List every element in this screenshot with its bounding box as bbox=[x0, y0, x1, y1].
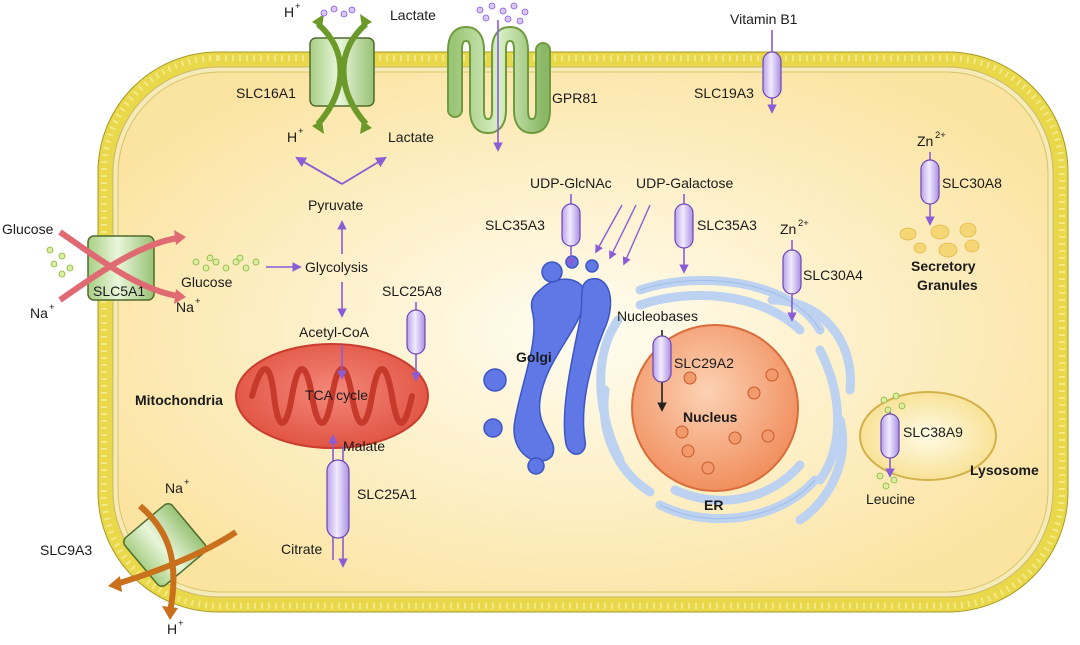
lysosome-label: Lysosome bbox=[970, 462, 1039, 478]
slc38a9-label: SLC38A9 bbox=[903, 424, 963, 440]
gpr81-receptor bbox=[447, 25, 551, 135]
glucose-molecules-outside bbox=[46, 246, 74, 278]
glucose-inside-label: Glucose bbox=[181, 274, 233, 290]
slc16a1-label: SLC16A1 bbox=[236, 85, 296, 101]
secretory-granules bbox=[899, 222, 980, 258]
lactate-molecules-gpr81 bbox=[476, 2, 529, 25]
slc35a3-left-transporter bbox=[561, 203, 581, 247]
nucleobases-label: Nucleobases bbox=[617, 308, 698, 324]
slc35a3-right-transporter bbox=[674, 203, 694, 249]
nucleus bbox=[631, 324, 799, 492]
mitochondria-label: Mitochondria bbox=[135, 392, 223, 408]
slc35a3-left-label: SLC35A3 bbox=[485, 217, 545, 233]
gpr81-label: GPR81 bbox=[552, 90, 598, 106]
glucose-outside-label: Glucose bbox=[2, 221, 54, 237]
secretory-label: Secretory bbox=[911, 258, 976, 274]
h-ion-top-label: H bbox=[284, 4, 294, 20]
udp-glcnac-label: UDP-GlcNAc bbox=[530, 175, 612, 191]
slc29a2-transporter bbox=[652, 335, 672, 383]
er-label: ER bbox=[704, 497, 723, 513]
zn-granule-label: Zn bbox=[917, 133, 933, 149]
tca-cycle-label: TCA cycle bbox=[305, 387, 368, 403]
slc19a3-transporter bbox=[762, 51, 782, 99]
slc30a4-label: SLC30A4 bbox=[803, 267, 863, 283]
acetyl-coa-label: Acetyl-CoA bbox=[299, 324, 370, 340]
glucose-molecules-inside bbox=[192, 254, 260, 272]
slc30a8-label: SLC30A8 bbox=[942, 175, 1002, 191]
na-left-charge: + bbox=[49, 302, 55, 313]
glycolysis-label: Glycolysis bbox=[305, 259, 368, 275]
slc25a1-label: SLC25A1 bbox=[357, 486, 417, 502]
malate-label: Malate bbox=[343, 438, 385, 454]
slc25a8-transporter bbox=[406, 309, 426, 355]
na-bottom-charge: + bbox=[184, 477, 190, 488]
h-ion-inner-label: H bbox=[287, 129, 297, 145]
slc9a3-transporter bbox=[108, 503, 238, 620]
granules-label: Granules bbox=[917, 277, 978, 293]
slc25a8-label: SLC25A8 bbox=[382, 283, 442, 299]
mitochondria bbox=[235, 343, 429, 449]
lactate-inner-label: Lactate bbox=[388, 129, 434, 145]
citrate-label: Citrate bbox=[281, 541, 322, 557]
zn-granule-charge: 2+ bbox=[935, 130, 946, 141]
slc16a1-transporter bbox=[309, 14, 375, 134]
slc19a3-label: SLC19A3 bbox=[694, 85, 754, 101]
na-right-label: Na bbox=[176, 299, 194, 315]
er-outline bbox=[639, 279, 821, 520]
slc25a1-transporter bbox=[326, 459, 350, 539]
slc29a2-label: SLC29A2 bbox=[674, 355, 734, 371]
leucine-molecules bbox=[876, 392, 906, 490]
lysosome bbox=[859, 391, 997, 481]
slc35a3-right-label: SLC35A3 bbox=[697, 217, 757, 233]
zn-er-label: Zn bbox=[780, 221, 796, 237]
h-ion-bottom-label: H bbox=[167, 621, 177, 637]
slc30a4-transporter bbox=[782, 249, 802, 295]
pyruvate-to-h-arrow bbox=[295, 156, 343, 185]
vitamin-b1-label: Vitamin B1 bbox=[730, 11, 798, 27]
leucine-label: Leucine bbox=[866, 491, 915, 507]
slc9a3-label: SLC9A3 bbox=[40, 542, 92, 558]
golgi-apparatus bbox=[483, 255, 612, 475]
na-bottom-label: Na bbox=[165, 480, 183, 496]
slc30a8-transporter bbox=[920, 159, 940, 205]
udp-galactose-label: UDP-Galactose bbox=[636, 175, 733, 191]
h-ion-top-charge: + bbox=[295, 1, 301, 12]
lactate-molecules-top bbox=[320, 5, 356, 18]
golgi-label: Golgi bbox=[516, 349, 552, 365]
slc38a9-transporter bbox=[880, 413, 900, 459]
slc5a1-label: SLC5A1 bbox=[93, 283, 145, 299]
lactate-top-label: Lactate bbox=[390, 7, 436, 23]
er-to-golgi-arrows bbox=[595, 204, 651, 266]
zn-er-charge: 2+ bbox=[798, 218, 809, 229]
h-ion-bottom-charge: + bbox=[178, 618, 184, 629]
slc5a1-transporter bbox=[58, 229, 186, 304]
na-right-charge: + bbox=[195, 296, 201, 307]
pyruvate-label: Pyruvate bbox=[308, 197, 363, 213]
nucleus-label: Nucleus bbox=[683, 409, 738, 425]
na-left-label: Na bbox=[30, 305, 48, 321]
h-ion-inner-charge: + bbox=[298, 126, 304, 137]
